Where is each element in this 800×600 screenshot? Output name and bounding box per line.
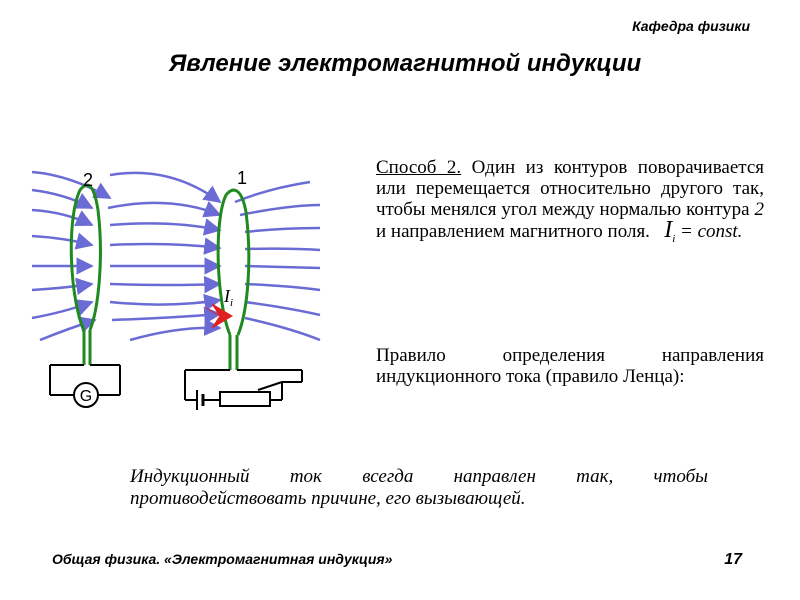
field-line — [244, 316, 321, 342]
field-line — [244, 247, 321, 252]
formula-subscript: i — [672, 232, 676, 245]
field-line — [31, 232, 94, 250]
battery-rheostat-circuit — [184, 369, 303, 410]
field-line — [109, 237, 222, 255]
formula: Ii = const. — [664, 218, 743, 245]
field-line — [31, 188, 94, 210]
field-line — [244, 300, 321, 317]
course-footer: Общая физика. «Электромагнитная индукция… — [52, 551, 393, 567]
method-label: Способ 2. — [376, 157, 462, 178]
method-description: Способ 2. Один из контуров поворачиваетс… — [376, 157, 764, 250]
slide-title: Явление электромагнитной индукции — [168, 50, 642, 77]
field-line — [39, 316, 97, 342]
contour-number: 2 — [754, 199, 765, 220]
field-line — [109, 218, 222, 236]
field-line — [129, 318, 222, 342]
field-line — [244, 264, 321, 270]
formula-symbol: I — [664, 217, 673, 243]
field-line — [244, 282, 321, 292]
galvanometer-circuit — [49, 364, 121, 408]
field-line — [111, 306, 222, 324]
coil-1-label: 1 — [237, 168, 247, 188]
field-line — [109, 275, 222, 294]
galvanometer-label: G — [80, 388, 92, 405]
field-line — [31, 170, 112, 200]
field-line — [109, 293, 222, 312]
field-line — [31, 208, 94, 227]
rule-text: определения направления индукционного то… — [376, 345, 764, 387]
method-text-after: и направлением магнитного поля. — [376, 221, 650, 242]
field-line — [109, 171, 222, 204]
coil-2 — [69, 183, 102, 365]
method-text: Один из контуров поворачивается или пере… — [376, 157, 764, 220]
field-line — [31, 299, 94, 320]
field-lines — [31, 170, 321, 342]
field-line — [244, 226, 321, 234]
field-line — [107, 201, 222, 218]
lenz-statement: Индукционный ток всегда направлен так, ч… — [130, 466, 708, 509]
rule-description: Правило определения направления индукцио… — [376, 345, 764, 387]
field-line — [31, 277, 94, 295]
field-line — [239, 203, 321, 217]
current-label: Ii — [223, 286, 233, 309]
induction-diagram: G 2 1 Ii — [31, 168, 321, 410]
coil-2-label: 2 — [83, 170, 93, 190]
rheostat-symbol — [219, 391, 271, 407]
rule-label: Правило — [376, 345, 446, 366]
induced-current-arrow-icon — [205, 303, 233, 329]
coil-1 — [216, 188, 251, 370]
department-label: Кафедра физики — [632, 18, 750, 34]
galvanometer-symbol — [73, 382, 99, 408]
page-number: 17 — [724, 551, 742, 568]
formula-rest: = const. — [675, 221, 743, 242]
